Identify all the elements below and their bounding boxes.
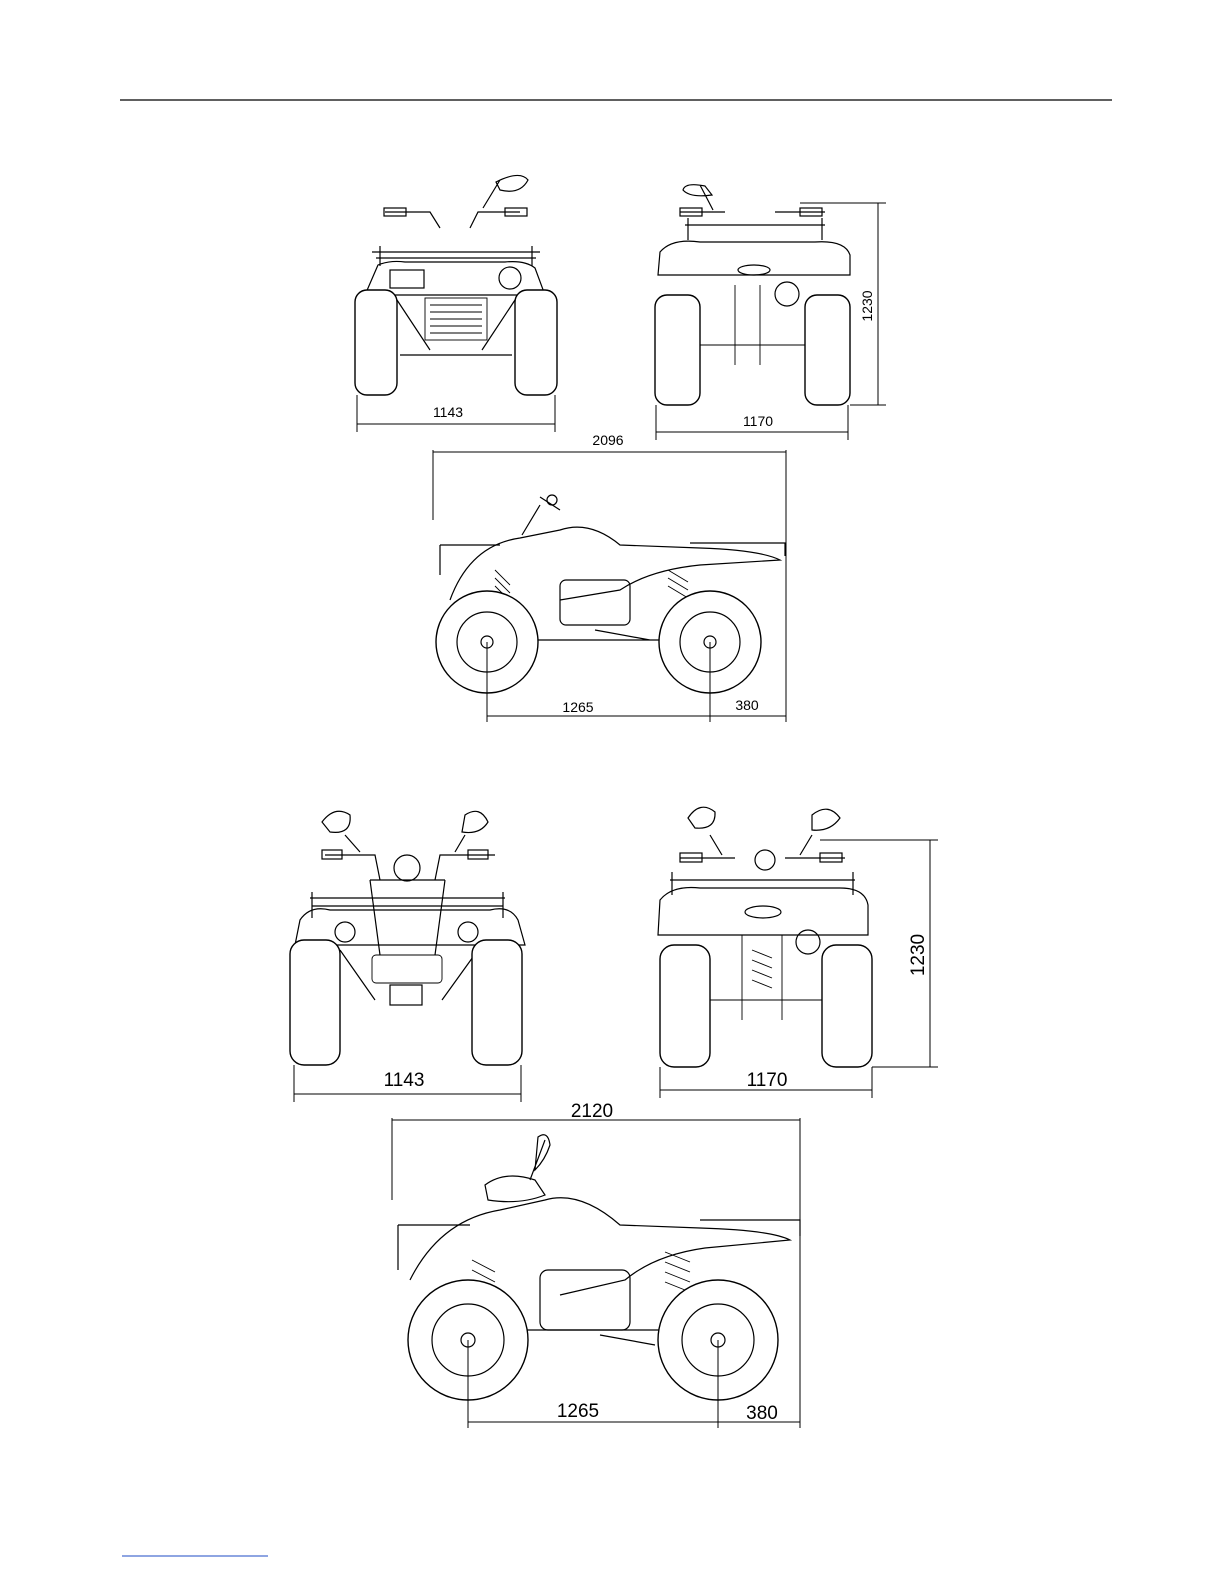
height-label-1: 1230 — [859, 290, 875, 321]
side-view-2: 2120 1265 380 — [392, 1101, 800, 1428]
wheelbase-label-2: 1265 — [557, 1401, 599, 1422]
length-label-2: 2120 — [571, 1101, 613, 1122]
front-view-1: 1143 — [355, 175, 557, 432]
front-view-2: 1143 — [290, 811, 525, 1102]
front-width-label-2: 1143 — [384, 1070, 425, 1091]
overhang-label-2: 380 — [746, 1403, 778, 1424]
rear-view-1: 1170 1230 — [655, 185, 886, 440]
wheelbase-label-1: 1265 — [562, 699, 593, 715]
length-label-1: 2096 — [592, 432, 623, 448]
rear-view-2: 1170 1230 — [658, 807, 938, 1098]
overhang-label-1: 380 — [735, 697, 759, 713]
front-width-label-1: 1143 — [433, 404, 463, 420]
rear-width-label-2: 1170 — [747, 1070, 788, 1091]
side-view-1: 2096 1265 380 — [433, 432, 786, 722]
diagram-set-2: 1143 1170 1230 21 — [290, 807, 938, 1428]
height-label-2: 1230 — [908, 934, 929, 976]
diagram-set-1: 1143 1170 1230 2096 — [355, 175, 886, 722]
rear-width-label-1: 1170 — [743, 413, 773, 429]
